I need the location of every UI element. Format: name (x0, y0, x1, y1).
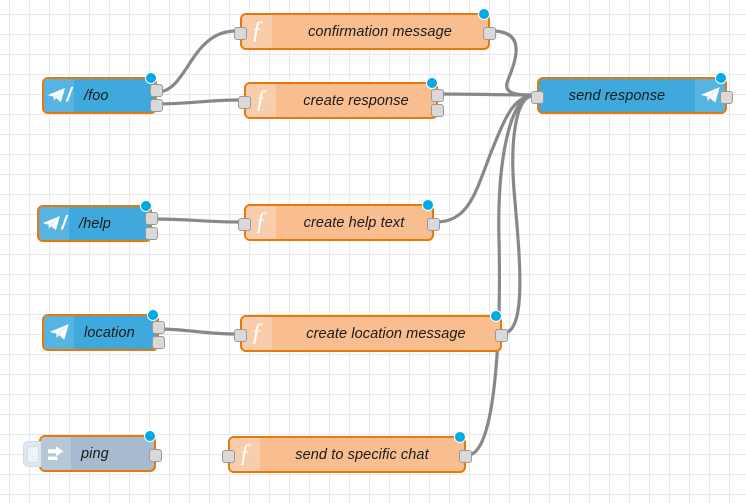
wire-send-to-specific-chat-to-send-response[interactable] (466, 94, 533, 457)
input-port[interactable] (234, 329, 247, 342)
node-label: location (84, 324, 135, 341)
node-send-response[interactable]: send response (531, 72, 733, 114)
node-status-dot (145, 72, 157, 84)
inject-trigger-button[interactable] (23, 440, 41, 467)
node-label: create help text (303, 214, 405, 231)
telegram-command-icon: / (44, 79, 74, 112)
function-f-icon: ƒ (230, 438, 260, 471)
node-create-location-message[interactable]: ƒ create location message (234, 310, 508, 352)
telegram-command-icon: / (39, 207, 69, 240)
input-port[interactable] (238, 218, 251, 231)
input-port[interactable] (531, 91, 544, 104)
output-port-1[interactable] (150, 84, 163, 97)
output-port-1[interactable] (483, 27, 496, 40)
wire-confirmation-to-send-response[interactable] (490, 29, 533, 97)
wire-help-to-create-help-text[interactable] (150, 217, 240, 224)
node-status-dot (490, 310, 502, 322)
node-help-command[interactable]: / /help (37, 200, 158, 242)
inject-arrow-icon (41, 437, 71, 470)
wire-location-to-create-location-message[interactable] (157, 327, 238, 336)
output-port-2[interactable] (145, 227, 158, 240)
output-port-2[interactable] (150, 99, 163, 112)
node-location-event[interactable]: location (42, 309, 165, 351)
input-port[interactable] (234, 27, 247, 40)
output-port-1[interactable] (152, 321, 165, 334)
node-label: ping (81, 445, 109, 462)
node-confirmation-message[interactable]: ƒ confirmation message (234, 8, 496, 50)
input-port[interactable] (238, 96, 251, 109)
node-status-dot (147, 309, 159, 321)
node-status-dot (426, 77, 438, 89)
function-f-icon: ƒ (246, 206, 276, 239)
node-status-dot (140, 200, 152, 212)
node-status-dot (422, 199, 434, 211)
node-status-dot (715, 72, 727, 84)
output-port-1[interactable] (149, 449, 162, 462)
wire-create-response-to-send-response[interactable] (438, 92, 533, 97)
node-status-dot (478, 8, 490, 20)
input-port[interactable] (222, 450, 235, 463)
wire-create-help-text-to-send-response[interactable] (434, 94, 533, 224)
node-status-dot (144, 430, 156, 442)
output-port-1[interactable] (495, 329, 508, 342)
wire-foo-out2-to-create-response[interactable] (155, 98, 240, 106)
output-port-1[interactable] (427, 218, 440, 231)
function-f-icon: ƒ (246, 84, 276, 117)
node-label: create location message (306, 325, 466, 342)
node-create-response[interactable]: ƒ create response (238, 77, 444, 119)
function-f-icon: ƒ (242, 15, 272, 48)
output-port-1[interactable] (145, 212, 158, 225)
output-port-1[interactable] (459, 450, 472, 463)
node-label: create response (303, 92, 409, 109)
output-port-1[interactable] (431, 89, 444, 102)
node-label: /foo (84, 87, 109, 104)
node-label: send to specific chat (295, 446, 429, 463)
wire-foo-out1-to-confirmation[interactable] (155, 29, 238, 94)
telegram-icon (44, 316, 74, 349)
output-port-2[interactable] (431, 104, 444, 117)
output-port-2[interactable] (152, 336, 165, 349)
node-label: send response (568, 87, 666, 104)
node-label: confirmation message (308, 23, 452, 40)
node-ping-inject[interactable]: ping (23, 430, 162, 472)
node-status-dot (454, 431, 466, 443)
function-f-icon: ƒ (242, 317, 272, 350)
output-port-1[interactable] (720, 91, 733, 104)
node-label: /help (79, 215, 111, 232)
node-create-help-text[interactable]: ƒ create help text (238, 199, 440, 241)
node-foo-command[interactable]: / /foo (42, 72, 163, 114)
node-send-to-specific-chat[interactable]: ƒ send to specific chat (222, 431, 472, 473)
wire-create-location-to-send-response[interactable] (502, 94, 533, 335)
